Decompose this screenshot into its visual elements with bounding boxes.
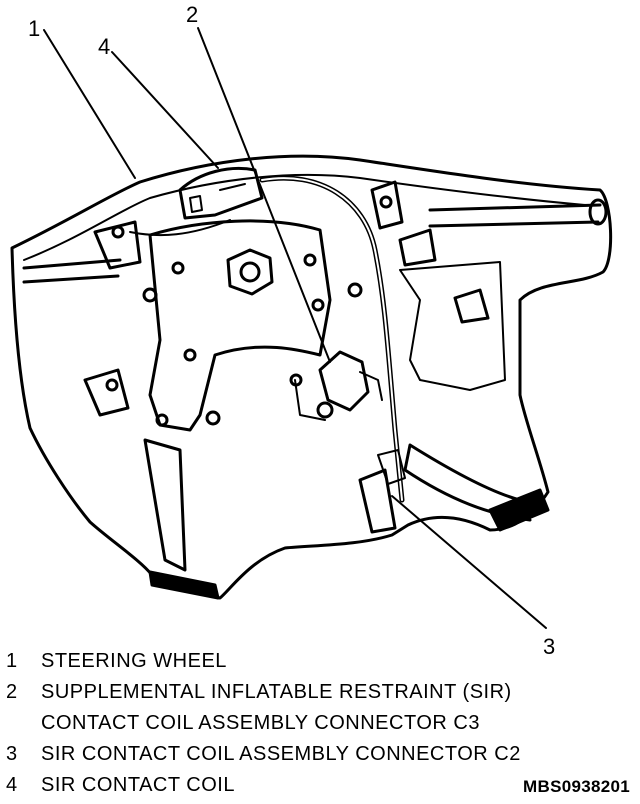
figure-code: MBS0938201 <box>523 777 630 796</box>
bolt <box>111 225 125 239</box>
side-connector <box>453 288 490 324</box>
legend-number: 3 <box>6 743 18 765</box>
sir-contact-coil <box>178 166 264 220</box>
leader-line-1 <box>43 29 136 179</box>
legend-item-continuation: CONTACT COIL ASSEMBLY CONNECTOR C3 <box>6 708 636 739</box>
legend-text: SIR CONTACT COIL <box>41 774 235 796</box>
connector-c2-plug <box>377 449 406 485</box>
center-nut <box>226 248 274 296</box>
connector-c3-bolt <box>316 401 334 419</box>
left-bracket <box>83 220 142 417</box>
connector-c3-body <box>294 371 383 421</box>
legend-number: 1 <box>6 650 18 672</box>
legend-number: 4 <box>6 774 18 796</box>
legend-text: SUPPLEMENTAL INFLATABLE RESTRAINT (SIR) <box>41 681 512 703</box>
callout-1: 1 <box>28 16 41 41</box>
connector-c2 <box>358 468 397 534</box>
lower-right-spoke <box>403 443 532 522</box>
right-bracket <box>370 180 437 267</box>
legend-text: STEERING WHEEL <box>41 650 227 672</box>
callout-3: 3 <box>543 634 556 659</box>
hub-hole <box>183 348 197 362</box>
hub-hole <box>347 282 363 298</box>
lower-rim-edge <box>148 570 220 600</box>
right-spoke <box>428 203 602 228</box>
center-nut-hole <box>239 261 261 283</box>
left-spoke <box>22 258 122 284</box>
steering-wheel-illustration <box>10 27 613 629</box>
hub-hole <box>171 261 185 275</box>
leader-line-3 <box>391 495 547 629</box>
hub-hole <box>311 298 325 312</box>
legend-item: 4 SIR CONTACT COIL <box>6 770 636 801</box>
bolt <box>379 195 393 209</box>
legend: 1 STEERING WHEEL 2 SUPPLEMENTAL INFLATAB… <box>6 646 636 801</box>
leader-line-4 <box>111 51 219 169</box>
legend-text: CONTACT COIL ASSEMBLY CONNECTOR C3 <box>41 712 480 734</box>
legend-item: 1 STEERING WHEEL <box>6 646 636 677</box>
wire-harness-inner <box>261 177 403 501</box>
inner-rim <box>23 173 586 261</box>
lower-spoke <box>143 438 187 572</box>
hub-hole <box>205 410 221 426</box>
bolt <box>105 378 119 392</box>
hub-hole <box>303 253 317 267</box>
sir-contact-coil-tab <box>189 183 246 213</box>
right-spoke-cap <box>588 198 608 226</box>
hub-plate <box>148 219 332 432</box>
connector-c3 <box>318 350 370 412</box>
callout-2: 2 <box>186 2 199 27</box>
legend-text: SIR CONTACT COIL ASSEMBLY CONNECTOR C2 <box>41 743 521 765</box>
callout-4: 4 <box>98 34 111 59</box>
leader-line-2 <box>197 27 331 363</box>
legend-item: 3 SIR CONTACT COIL ASSEMBLY CONNECTOR C2 <box>6 739 636 770</box>
wire-lead <box>129 219 231 237</box>
right-panel <box>399 261 506 391</box>
lower-right-rim-edge <box>488 488 550 532</box>
legend-item: 2 SUPPLEMENTAL INFLATABLE RESTRAINT (SIR… <box>6 677 636 708</box>
legend-number: 2 <box>6 681 18 703</box>
